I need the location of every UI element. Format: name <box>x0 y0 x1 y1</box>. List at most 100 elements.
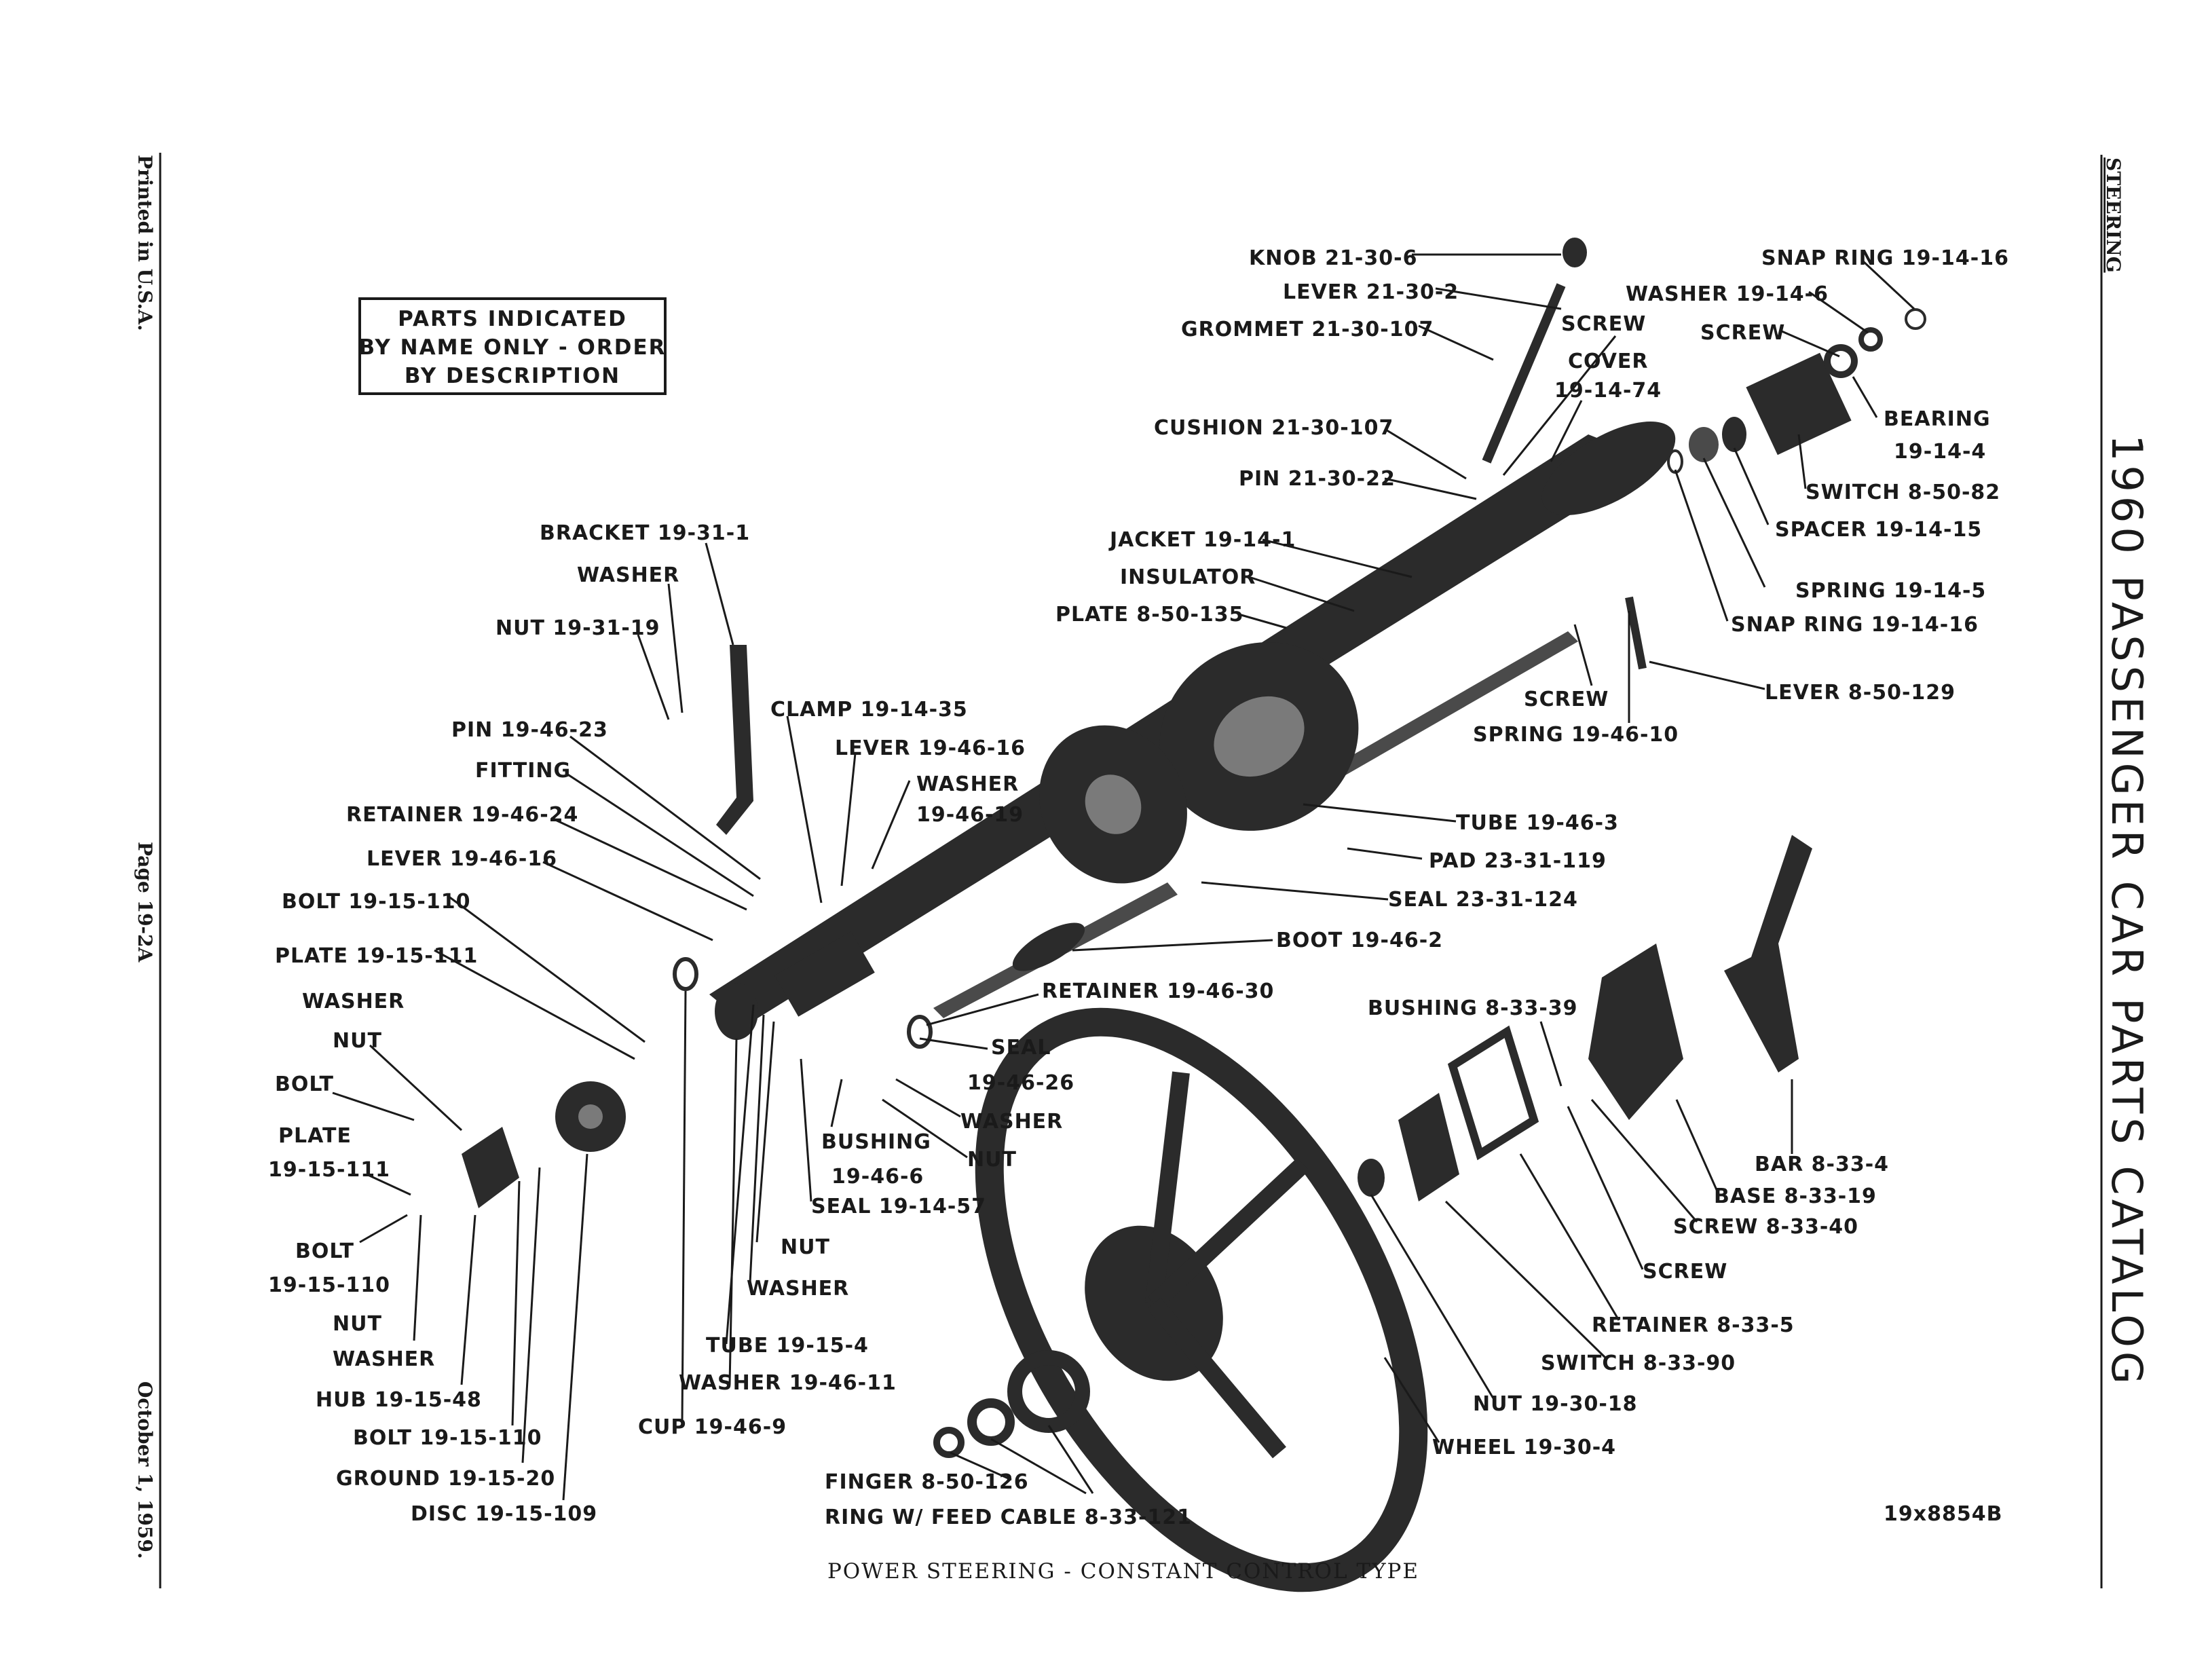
label-insulator: INSULATOR <box>1120 565 1256 589</box>
label-pin-19-46-23: PIN 19-46-23 <box>451 718 608 742</box>
label-snap-ring-top: SNAP RING 19-14-16 <box>1761 246 2009 270</box>
label-tube-19-15-4: TUBE 19-15-4 <box>706 1334 869 1358</box>
bearing-ring <box>1824 344 1858 378</box>
nut-19-30-18 <box>1358 1159 1385 1197</box>
label-snap-ring-2: SNAP RING 19-14-16 <box>1731 613 1979 637</box>
catalog-title: 1960 PASSENGER CAR PARTS CATALOG <box>2102 434 2152 1388</box>
boot <box>1012 922 1085 971</box>
disc-center <box>578 1104 603 1129</box>
label-ground: GROUND 19-15-20 <box>336 1467 555 1491</box>
label-seal-23-31-124: SEAL 23-31-124 <box>1388 888 1578 912</box>
label-spring-19-46-10: SPRING 19-46-10 <box>1473 723 1679 747</box>
pad-cone-inner <box>1214 696 1305 777</box>
label-bushing-19-46-6-b: 19-46-6 <box>831 1165 924 1189</box>
label-pin-21-30-22: PIN 21-30-22 <box>1239 467 1396 491</box>
label-seal-19-46-26-a: SEAL <box>991 1036 1051 1060</box>
switch-assembly <box>1746 352 1852 455</box>
washer-19-46-11 <box>673 957 698 991</box>
label-boot: BOOT 19-46-2 <box>1276 929 1443 952</box>
label-bolt-a: BOLT <box>275 1072 334 1096</box>
label-cover-2: 19-14-74 <box>1554 379 1662 403</box>
label-washer-d: WASHER <box>960 1110 1063 1134</box>
finger-ring <box>967 1398 1015 1446</box>
label-switch-8-33-90: SWITCH 8-33-90 <box>1541 1351 1736 1375</box>
label-washer-19-14-6: WASHER 19-14-6 <box>1626 282 1829 306</box>
label-tube-19-46-3: TUBE 19-46-3 <box>1456 811 1619 835</box>
cup <box>715 983 758 1040</box>
snap-ring-2 <box>1667 449 1683 474</box>
snap-ring-top <box>1905 308 1926 330</box>
part-labels: KNOB 21-30-6 LEVER 21-30-2 GROMMET 21-30… <box>268 246 2009 1529</box>
label-screw-right: SCREW <box>1700 321 1785 345</box>
hub <box>462 1127 519 1208</box>
label-lever-21-30-2: LEVER 21-30-2 <box>1283 280 1459 304</box>
steering-wheel-rim <box>975 1007 1428 1592</box>
label-plate-19-15-111: PLATE 19-15-111 <box>275 944 478 968</box>
label-jacket: JACKET 19-14-1 <box>1108 528 1296 552</box>
label-seal-19-46-26-b: 19-46-26 <box>967 1071 1074 1095</box>
seal-cone-inner <box>1085 774 1142 834</box>
label-cup: CUP 19-46-9 <box>638 1415 787 1439</box>
label-cushion: CUSHION 21-30-107 <box>1154 416 1393 440</box>
finger <box>933 1427 965 1458</box>
label-nut-a: NUT <box>333 1029 382 1053</box>
label-screw-mid: SCREW <box>1524 688 1609 711</box>
label-spacer: SPACER 19-14-15 <box>1775 518 1982 542</box>
label-nut-19-30-18: NUT 19-30-18 <box>1473 1392 1638 1416</box>
label-cover-1: COVER <box>1568 350 1649 373</box>
figure-caption: POWER STEERING - CONSTANT CONTROL TYPE <box>827 1559 1419 1584</box>
label-finger: FINGER 8-50-126 <box>825 1470 1029 1494</box>
label-bar: BAR 8-33-4 <box>1755 1153 1889 1176</box>
label-switch-8-50-82: SWITCH 8-50-82 <box>1806 481 2000 504</box>
washer-ring <box>1858 327 1883 352</box>
label-lever-19-46-16-right: LEVER 19-46-16 <box>835 736 1026 760</box>
retainer-8-33-5 <box>1447 1025 1539 1161</box>
notice-line-3: BY DESCRIPTION <box>405 364 620 388</box>
jacket-head <box>1541 422 1676 515</box>
label-lever-8-50-129: LEVER 8-50-129 <box>1765 681 1956 705</box>
section-name: STEERING <box>2102 157 2125 273</box>
label-screw-low: SCREW <box>1643 1260 1727 1284</box>
label-base: BASE 8-33-19 <box>1714 1184 1877 1208</box>
leader-lines <box>332 253 1915 1501</box>
label-screw-top: SCREW <box>1561 312 1646 336</box>
label-knob: KNOB 21-30-6 <box>1249 246 1417 270</box>
label-plate-8-50-135: PLATE 8-50-135 <box>1055 603 1244 627</box>
label-bearing-1: BEARING <box>1884 407 1991 431</box>
label-bushing-19-46-6-a: BUSHING <box>821 1130 931 1154</box>
switch-8-33-90 <box>1398 1093 1459 1201</box>
label-lever-19-46-16-left: LEVER 19-46-16 <box>367 847 557 871</box>
label-nut-b: NUT <box>333 1312 382 1336</box>
label-washer-e: WASHER <box>747 1277 849 1301</box>
print-date: October 1, 1959. <box>134 1381 156 1559</box>
label-hub: HUB 19-15-48 <box>316 1388 482 1412</box>
label-bushing-8-33-39: BUSHING 8-33-39 <box>1368 996 1578 1020</box>
notice-line-2: BY NAME ONLY - ORDER <box>358 335 666 360</box>
label-retainer-8-33-5: RETAINER 8-33-5 <box>1592 1313 1795 1337</box>
bracket <box>716 645 753 835</box>
label-plate-b2: 19-15-111 <box>268 1158 390 1182</box>
wheel-spoke-2 <box>1148 1157 1309 1310</box>
label-pad: PAD 23-31-119 <box>1429 849 1607 873</box>
label-grommet: GROMMET 21-30-107 <box>1181 318 1434 341</box>
page-number: Page 19-2A <box>134 842 156 963</box>
label-wheel: WHEEL 19-30-4 <box>1432 1436 1616 1459</box>
label-nut-19-31-19: NUT 19-31-19 <box>495 616 660 640</box>
label-nut-d: NUT <box>781 1235 830 1259</box>
lower-clamp <box>774 931 875 1017</box>
wheel-spoke-3 <box>1147 1297 1286 1459</box>
label-washer-19-46-11: WASHER 19-46-11 <box>679 1371 897 1395</box>
label-bearing-2: 19-14-4 <box>1894 440 1986 464</box>
label-clamp: CLAMP 19-14-35 <box>770 698 968 722</box>
wheel-spoke-1 <box>1145 1071 1190 1305</box>
label-bracket: BRACKET 19-31-1 <box>540 521 750 545</box>
spring <box>1689 427 1719 462</box>
printed-in-usa: Printed in U.S.A. <box>134 155 156 331</box>
label-washer-c: WASHER <box>333 1347 435 1371</box>
label-washer-a: WASHER <box>577 563 679 587</box>
figure-number: 19x8854B <box>1884 1502 2002 1526</box>
bar-8-33-4 <box>1724 835 1812 1072</box>
retainer-19-46-30 <box>907 1015 933 1049</box>
label-bolt-19-15-110-a: BOLT 19-15-110 <box>282 890 470 914</box>
